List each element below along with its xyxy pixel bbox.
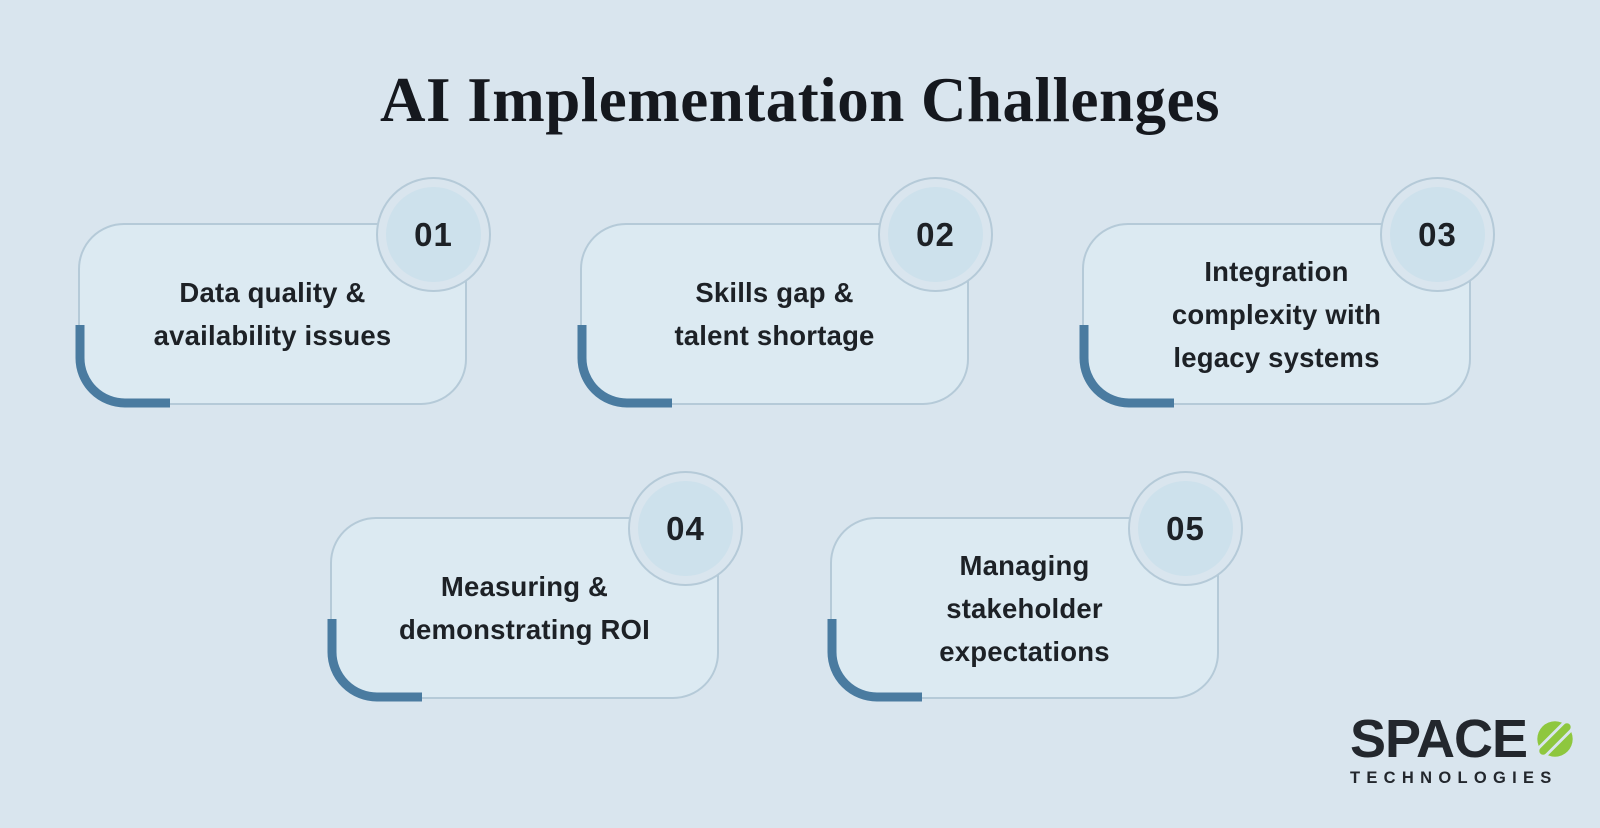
challenge-card-4: 04 Measuring & demonstrating ROI [327,471,743,702]
card-title: Integration complexity with legacy syste… [1171,255,1382,373]
challenge-card-5: 05 Managing stakeholder expectations [827,471,1243,702]
number-badge-5: 05 [1128,471,1243,586]
badge-inner-circle [638,481,733,576]
badge-inner-circle [386,187,481,282]
badge-inner-circle [1390,187,1485,282]
challenge-card-1: 01 Data quality & availability issues [75,177,491,408]
card-number: 01 [414,215,453,253]
card-title: Managing stakeholder expectations [939,549,1110,667]
challenge-card-3: 03 Integration complexity with legacy sy… [1079,177,1495,408]
card-number: 03 [1418,215,1457,253]
logo-row: SPACE [1350,712,1580,766]
challenge-card-2: 02 Skills gap & talent shortage [577,177,993,408]
page-title: AI Implementation Challenges [379,65,1220,135]
logo-wordmark: SPACE [1350,709,1528,769]
card-title: Data quality & availability issues [153,277,392,351]
badge-inner-circle [888,187,983,282]
number-badge-1: 01 [376,177,491,292]
card-number: 04 [666,509,705,547]
logo-slashed-circle-icon [1533,717,1577,761]
card-number: 02 [916,215,955,253]
number-badge-3: 03 [1380,177,1495,292]
number-badge-2: 02 [878,177,993,292]
card-number: 05 [1166,509,1205,547]
card-title: Measuring & demonstrating ROI [399,571,650,645]
number-badge-4: 04 [628,471,743,586]
logo-subtext: TECHNOLOGIES [1350,769,1558,787]
badge-inner-circle [1138,481,1233,576]
card-title: Skills gap & talent shortage [674,277,875,351]
brand-logo: SPACE TECHNOLOGIES [1350,712,1580,788]
